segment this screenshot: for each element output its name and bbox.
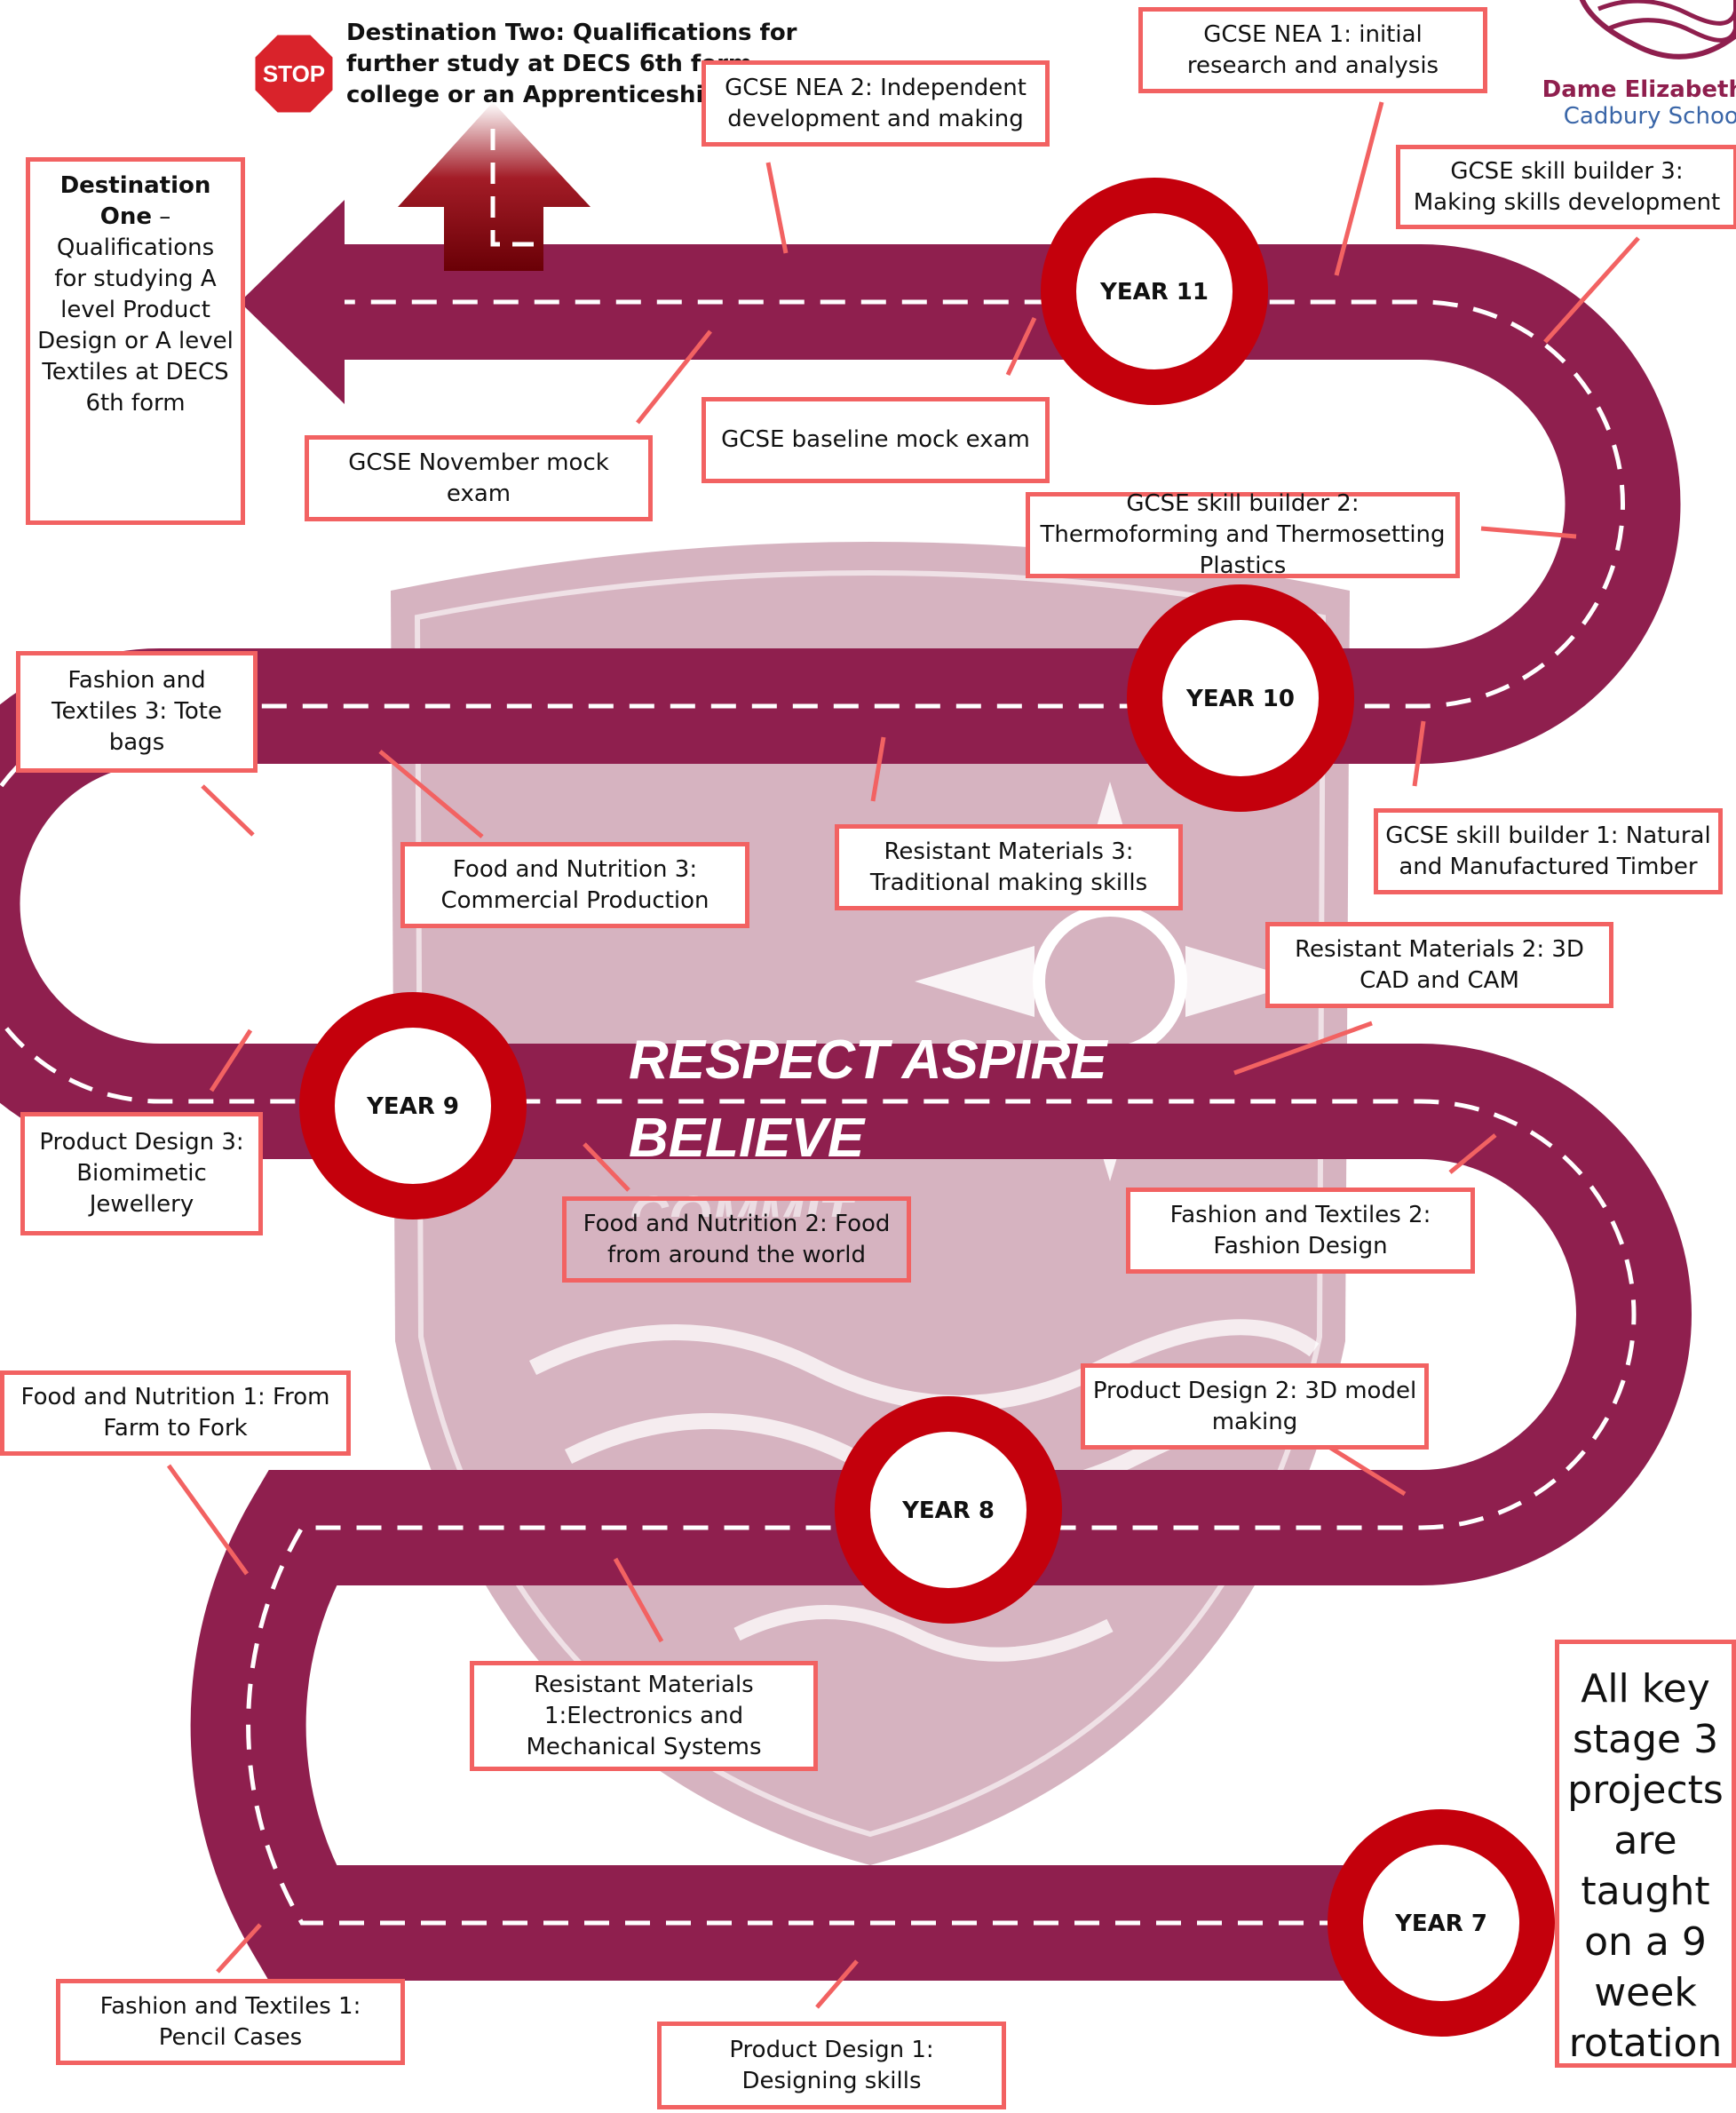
resistant-materials-2-text: Resistant Materials 2: 3D CAD and CAM <box>1295 935 1584 994</box>
fashion-textiles-3-box: Fashion and Textiles 3: Tote bags <box>16 651 258 773</box>
product-design-3-text: Product Design 3: Biomimetic Jewellery <box>39 1129 244 1218</box>
product-design-2-box: Product Design 2: 3D model making <box>1081 1363 1429 1450</box>
road-centre-line <box>0 299 1637 1926</box>
product-design-1-box: Product Design 1: Designing skills <box>657 2022 1006 2109</box>
rotation-note-box: All key stage 3 projects are taught on a… <box>1555 1640 1736 2068</box>
gcse-skill-builder-3-box: GCSE skill builder 3: Making skills deve… <box>1396 145 1736 229</box>
connector-lines <box>166 101 1640 2009</box>
resistant-materials-1-text: Resistant Materials 1:Electronics and Me… <box>526 1671 762 1760</box>
gcse-nea-2-text: GCSE NEA 2: Independent development and … <box>725 74 1027 132</box>
gcse-nea-2-box: GCSE NEA 2: Independent development and … <box>702 60 1050 147</box>
year-7-label: YEAR 7 <box>1395 1910 1487 1937</box>
destination-two-line3: college or an Apprenticeship. <box>346 82 729 108</box>
resistant-materials-1-box: Resistant Materials 1:Electronics and Me… <box>470 1661 818 1771</box>
year-markers <box>299 178 1555 2037</box>
year-10-label: YEAR 10 <box>1186 686 1295 712</box>
gcse-skill-builder-3-text: GCSE skill builder 3: Making skills deve… <box>1413 157 1721 216</box>
destination-two-line1: Destination Two: Qualifications for <box>346 20 797 46</box>
gcse-skill-builder-1-box: GCSE skill builder 1: Natural and Manufa… <box>1374 808 1723 894</box>
fashion-textiles-1-box: Fashion and Textiles 1: Pencil Cases <box>56 1979 405 2065</box>
gcse-skill-builder-1-text: GCSE skill builder 1: Natural and Manufa… <box>1385 822 1711 880</box>
gcse-november-mock-box: GCSE November mock exam <box>305 435 653 521</box>
school-name: Dame Elizabeth Cadbury School <box>1542 76 1736 130</box>
product-design-2-text: Product Design 2: 3D model making <box>1092 1377 1417 1435</box>
school-motto: RESPECT ASPIRE BELIEVE COMMIT <box>629 1021 1107 1217</box>
food-nutrition-3-box: Food and Nutrition 3: Commercial Product… <box>400 842 749 928</box>
gcse-november-mock-text: GCSE November mock exam <box>348 449 609 507</box>
fashion-textiles-3-text: Fashion and Textiles 3: Tote bags <box>52 667 222 756</box>
food-nutrition-2-text: Food and Nutrition 2: Food from around t… <box>583 1210 891 1268</box>
fashion-textiles-2-text: Fashion and Textiles 2: Fashion Design <box>1169 1201 1431 1259</box>
stop-sign-label: STOP <box>262 60 326 87</box>
destination-two-line2: further study at DECS 6th form, <box>346 51 761 77</box>
gcse-nea-1-text: GCSE NEA 1: initial research and analysi… <box>1186 20 1439 79</box>
up-arrow-icon <box>398 102 591 271</box>
year-11-label: YEAR 11 <box>1100 279 1209 306</box>
product-design-3-box: Product Design 3: Biomimetic Jewellery <box>20 1112 263 1235</box>
year-8-label: YEAR 8 <box>902 1497 995 1524</box>
fashion-textiles-1-text: Fashion and Textiles 1: Pencil Cases <box>99 1992 361 2051</box>
year-9-label: YEAR 9 <box>367 1093 459 1120</box>
school-name-line1: Dame Elizabeth <box>1542 76 1736 103</box>
food-nutrition-1-text: Food and Nutrition 1: From Farm to Fork <box>20 1384 330 1442</box>
school-name-line2: Cadbury School <box>1563 103 1736 130</box>
road-arrow-head <box>240 200 345 404</box>
school-logo-icon <box>1579 0 1736 60</box>
motto-line2: BELIEVE <box>629 1108 865 1169</box>
food-nutrition-3-text: Food and Nutrition 3: Commercial Product… <box>440 855 709 914</box>
product-design-1-text: Product Design 1: Designing skills <box>729 2036 934 2094</box>
gcse-baseline-mock-box: GCSE baseline mock exam <box>702 397 1050 483</box>
resistant-materials-3-text: Resistant Materials 3: Traditional makin… <box>869 838 1148 896</box>
gcse-skill-builder-2-box: GCSE skill builder 2: Thermoforming and … <box>1026 490 1460 579</box>
destination-one-box: Destination One – Qualifications for stu… <box>26 157 245 525</box>
gcse-baseline-mock-text: GCSE baseline mock exam <box>721 426 1030 453</box>
food-nutrition-2-box: Food and Nutrition 2: Food from around t… <box>562 1196 911 1283</box>
food-nutrition-1-box: Food and Nutrition 1: From Farm to Fork <box>0 1370 351 1456</box>
destination-one-title: Destination One <box>59 172 211 230</box>
stop-sign-icon <box>252 32 336 115</box>
resistant-materials-3-box: Resistant Materials 3: Traditional makin… <box>835 824 1183 910</box>
rotation-note-text: All key stage 3 projects are taught on a… <box>1567 1666 1724 2066</box>
motto-line3: COMMIT <box>629 1186 852 1217</box>
gcse-nea-1-box: GCSE NEA 1: initial research and analysi… <box>1138 7 1487 93</box>
motto-line1: RESPECT ASPIRE <box>629 1029 1107 1091</box>
destination-two-text: Destination Two: Qualifications for furt… <box>346 18 797 111</box>
destination-one-text: – Qualifications for studying A level Pr… <box>37 203 234 417</box>
fashion-textiles-2-box: Fashion and Textiles 2: Fashion Design <box>1126 1188 1475 1274</box>
gcse-skill-builder-2-text: GCSE skill builder 2: Thermoforming and … <box>1040 490 1446 579</box>
resistant-materials-2-box: Resistant Materials 2: 3D CAD and CAM <box>1265 922 1613 1008</box>
